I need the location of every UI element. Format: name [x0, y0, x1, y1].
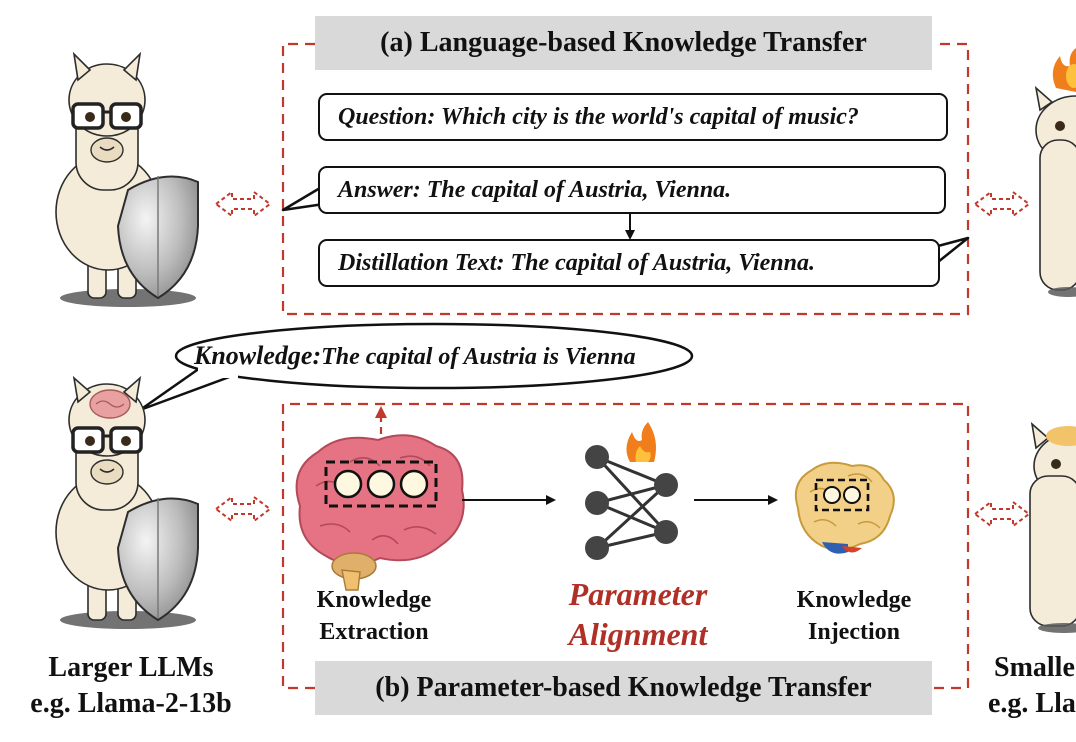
right-caption-line1: Smalle: [994, 652, 1075, 683]
left-caption-line2: e.g. Llama-2-13b: [30, 688, 232, 719]
large-brain-icon: [295, 434, 465, 591]
panel-a-frame: [281, 42, 970, 316]
knowledge-injection-label: Knowledge Injection: [772, 584, 936, 648]
panel-a-title: (a) Language-based Knowledge Transfer: [315, 16, 932, 70]
double-arrow-icon: [214, 495, 272, 523]
knowledge-extraction-label: Knowledge Extraction: [292, 584, 456, 648]
panel-b-frame: [281, 402, 970, 690]
injection-line1: Knowledge: [796, 587, 912, 613]
parameter-alignment-label: Parameter Alignment: [548, 574, 728, 654]
double-arrow-icon: [214, 190, 272, 218]
injection-line2: Injection: [808, 619, 900, 645]
extraction-vector-box: [324, 460, 438, 508]
llama-large-bottom-icon: [55, 375, 199, 629]
extraction-line1: Knowledge: [316, 587, 432, 613]
injection-vector-box: [814, 478, 870, 512]
alignment-line1: Parameter: [568, 576, 708, 612]
question-box: Question: Which city is the world's capi…: [318, 93, 948, 141]
panel-b-title: (b) Parameter-based Knowledge Transfer: [315, 661, 932, 715]
llama-small-bottom-icon: [1029, 421, 1076, 633]
left-caption-line1: Larger LLMs: [48, 652, 214, 683]
answer-box: Answer: The capital of Austria, Vienna.: [318, 166, 946, 214]
distillation-box: Distillation Text: The capital of Austri…: [318, 239, 940, 287]
knowledge-speech-bubble: [138, 322, 694, 412]
right-caption-line2: e.g. Lla: [988, 688, 1076, 719]
knowledge-bubble-value: The capital of Austria is Vienna: [321, 344, 636, 370]
small-brain-icon: [794, 461, 895, 554]
neural-network-icon: [585, 445, 678, 560]
knowledge-bubble-label: Knowledge:: [194, 341, 322, 370]
double-arrow-icon: [973, 500, 1031, 528]
right-caption: Smalle e.g. Lla: [988, 650, 1076, 722]
alignment-line2: Alignment: [568, 616, 708, 652]
double-arrow-icon: [973, 190, 1031, 218]
knowledge-bubble-text: Knowledge:The capital of Austria is Vien…: [194, 340, 636, 373]
answer-bubble-tail: [281, 186, 325, 212]
flame-icon: [626, 422, 656, 462]
extraction-line2: Extraction: [319, 619, 429, 645]
distillation-bubble-tail: [937, 236, 970, 263]
llama-large-top-icon: [55, 51, 199, 307]
llama-small-top-icon: [1034, 48, 1076, 297]
left-caption: Larger LLMs e.g. Llama-2-13b: [0, 650, 262, 722]
